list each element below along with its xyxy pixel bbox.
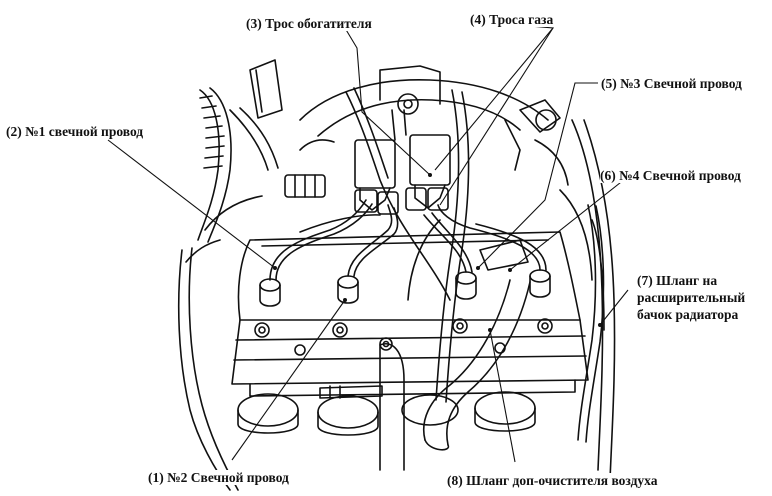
plug-wire-1 bbox=[269, 199, 367, 281]
leader-8 bbox=[489, 329, 516, 463]
upper-left-hoses bbox=[249, 59, 283, 119]
callout-4: (4) Троса газа bbox=[470, 12, 554, 27]
leader-2 bbox=[107, 139, 276, 269]
plug-boots bbox=[259, 269, 551, 307]
radiator-reservoir-hose bbox=[577, 204, 597, 441]
lower-covers bbox=[237, 391, 536, 436]
air-cleaner-hose bbox=[423, 279, 511, 441]
leader-3 bbox=[344, 27, 431, 176]
valve-cover bbox=[231, 319, 589, 385]
callout-6: (6) №4 Свечной провод bbox=[600, 168, 741, 183]
callout-8: (8) Шланг доп-очистителя воздуха bbox=[447, 473, 658, 488]
callout-3: (3) Трос обогатителя bbox=[246, 16, 372, 31]
leader-5 bbox=[477, 82, 598, 269]
upper-airbox bbox=[299, 78, 549, 121]
leader-4b bbox=[439, 27, 554, 206]
plug-wire-2 bbox=[347, 204, 393, 277]
callout-1: (1) №2 Свечной провод bbox=[148, 470, 289, 485]
leader-6 bbox=[509, 174, 631, 271]
callout-2: (2) №1 свечной провод bbox=[6, 124, 144, 139]
right-frame bbox=[571, 119, 604, 471]
throttle-cable-a bbox=[435, 89, 460, 401]
left-frame bbox=[177, 249, 231, 491]
callout-7: (7) Шланг на расширительный бачок радиат… bbox=[637, 272, 746, 323]
plug-wire-4 bbox=[437, 204, 541, 271]
plug-wire-3 bbox=[423, 214, 467, 273]
coil-pack-2 bbox=[409, 134, 451, 186]
leader-lines bbox=[107, 23, 631, 463]
choke-cable bbox=[407, 219, 441, 301]
throttle-cable-b bbox=[345, 91, 451, 301]
callout-5: (5) №3 Свечной провод bbox=[601, 76, 742, 91]
leader-1 bbox=[231, 299, 346, 461]
leader-7 bbox=[599, 289, 629, 326]
